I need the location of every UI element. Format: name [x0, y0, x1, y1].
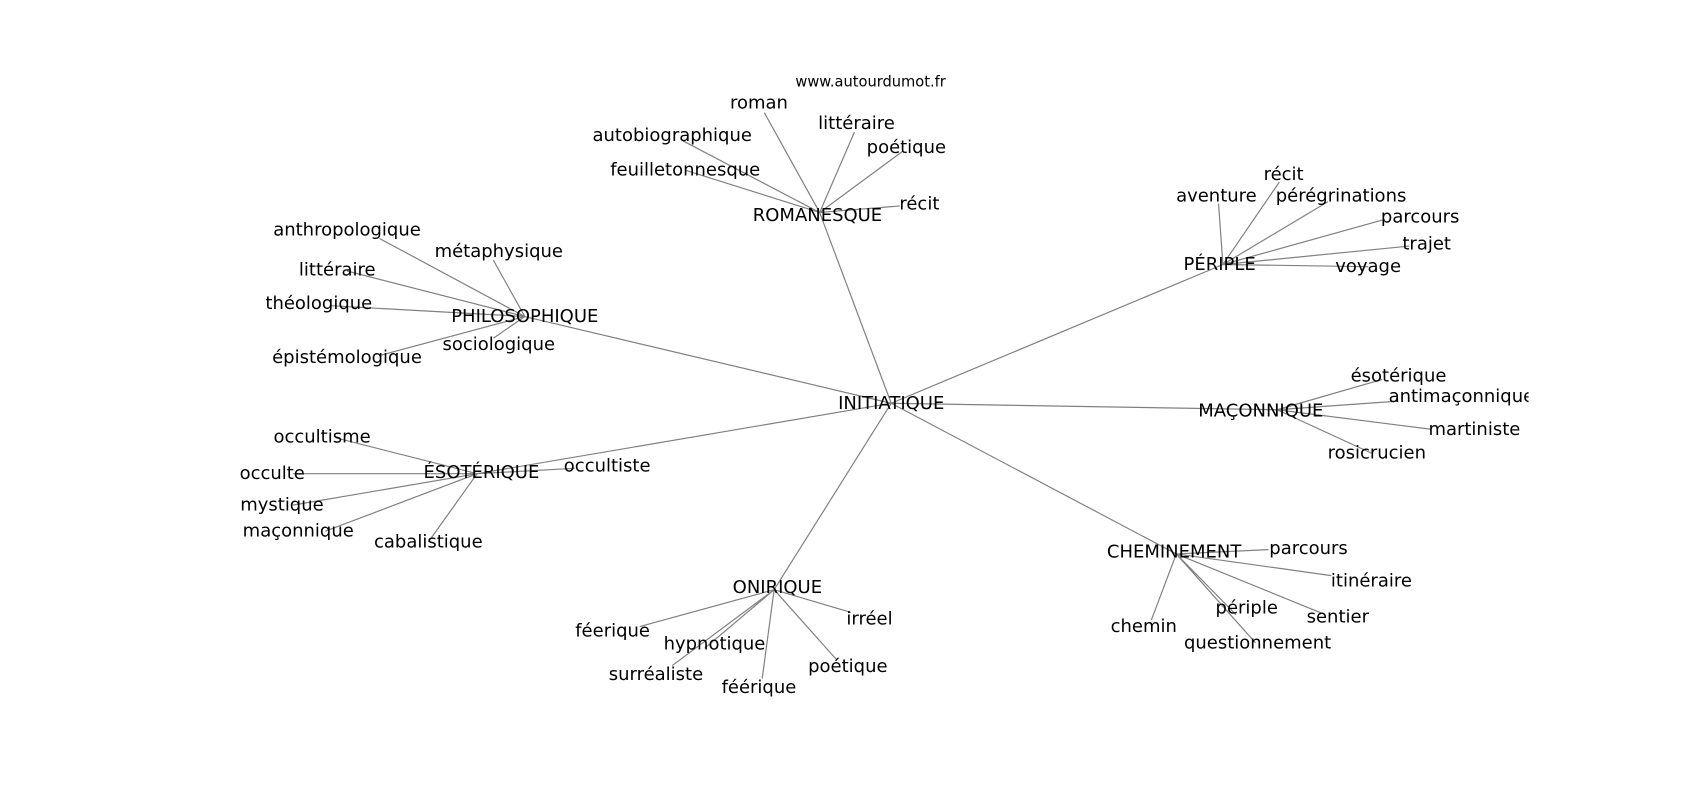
edge-center-hub — [890, 402, 1177, 555]
edge-hub-leaf — [704, 589, 775, 649]
leaf-node-label[interactable]: métaphysique — [435, 241, 563, 262]
hub-node-label[interactable]: PÉRIPLE — [1184, 253, 1256, 275]
edge-hub-leaf — [1176, 548, 1269, 555]
edge-hub-leaf — [330, 305, 525, 318]
leaf-node-label[interactable]: rosicrucien — [1328, 443, 1426, 464]
leaf-node-label[interactable]: récit — [899, 193, 939, 214]
edge-hub-leaf — [346, 270, 525, 318]
edge-hub-leaf — [639, 589, 775, 628]
leaf-node-label[interactable]: parcours — [1269, 538, 1348, 559]
edge-center-hub — [773, 402, 892, 591]
leaf-node-label[interactable]: feuilletonnesque — [610, 160, 760, 181]
leaf-node-label[interactable]: féérique — [722, 677, 797, 698]
edge-center-hub — [477, 402, 892, 475]
edge-hub-leaf — [379, 237, 526, 318]
edge-hub-leaf — [1277, 400, 1399, 411]
edge-hub-leaf — [1276, 409, 1372, 454]
site-title: www.autourdumot.fr — [795, 74, 946, 91]
edge-hub-leaf — [1222, 219, 1383, 266]
leaf-node-label[interactable]: pérégrinations — [1276, 186, 1407, 207]
leaf-node-label[interactable]: parcours — [1381, 206, 1460, 227]
edge-hub-leaf — [477, 467, 575, 475]
edge-hub-leaf — [671, 589, 775, 667]
edges — [292, 112, 1432, 679]
hub-node-label[interactable]: ROMANESQUE — [753, 205, 882, 226]
leaf-node-label[interactable]: autobiographique — [593, 125, 752, 146]
edge-hub-leaf — [773, 589, 852, 614]
edge-hub-leaf — [819, 205, 900, 214]
leaf-node-label[interactable]: questionnement — [1184, 632, 1331, 653]
leaf-node-label[interactable]: trajet — [1402, 233, 1451, 254]
leaf-node-label[interactable]: roman — [730, 92, 788, 113]
hub-node-label[interactable]: CHEMINEMENT — [1107, 541, 1242, 562]
edge-hub-leaf — [1175, 553, 1256, 644]
leaf-node-label[interactable]: surréaliste — [609, 664, 703, 685]
leaf-node-label[interactable]: antimaçonnique — [1389, 386, 1535, 407]
leaf-node-label[interactable]: récit — [1264, 164, 1304, 185]
leaf-node-label[interactable]: littéraire — [818, 113, 895, 134]
leaf-node-label[interactable]: occultiste — [564, 456, 651, 477]
edge-hub-leaf — [819, 151, 903, 213]
leaf-node-label[interactable]: itinéraire — [1331, 571, 1412, 592]
edge-hub-leaf — [1176, 553, 1332, 577]
leaf-node-label[interactable]: mystique — [240, 495, 323, 516]
edge-hub-leaf — [1222, 245, 1410, 266]
edge-hub-leaf — [1222, 263, 1369, 268]
edge-center-hub — [891, 402, 1278, 411]
edge-hub-leaf — [685, 169, 820, 214]
leaf-node-label[interactable]: maçonnique — [243, 521, 354, 542]
leaf-node-label[interactable]: féerique — [575, 620, 650, 641]
edge-hub-leaf — [819, 132, 855, 213]
leaf-node-label[interactable]: poétique — [808, 656, 887, 677]
leaf-node-label[interactable]: occultisme — [273, 426, 370, 447]
edge-hub-leaf — [1217, 203, 1224, 265]
edge-hub-leaf — [682, 140, 820, 213]
edge-hub-leaf — [379, 315, 525, 357]
edge-hub-leaf — [773, 589, 838, 661]
hub-node-label[interactable]: ÉSOTÉRIQUE — [424, 461, 540, 483]
leaf-node-label[interactable]: périple — [1216, 598, 1278, 619]
hub-node-label[interactable]: PHILOSOPHIQUE — [451, 306, 598, 327]
labels: INITIATIQUE ROMANESQUE autobiographique rom… — [240, 92, 1535, 698]
leaf-node-label[interactable]: irréel — [846, 608, 892, 629]
edge-hub-leaf — [292, 473, 478, 506]
leaf-node-label[interactable]: ésotérique — [1351, 366, 1447, 387]
edge-hub-leaf — [1150, 553, 1177, 621]
edge-hub-leaf — [1222, 201, 1329, 266]
leaf-node-label[interactable]: martiniste — [1428, 419, 1520, 440]
edge-hub-leaf — [427, 473, 478, 543]
edge-hub-leaf — [761, 589, 775, 679]
leaf-node-label[interactable]: cabalistique — [374, 532, 483, 553]
hub-node-label[interactable]: ONIRIQUE — [733, 577, 822, 598]
edge-hub-leaf — [336, 437, 478, 475]
hub-node-label[interactable]: MAÇONNIQUE — [1198, 400, 1323, 421]
leaf-node-label[interactable]: épistémologique — [272, 347, 422, 368]
edge-hub-leaf — [1175, 553, 1237, 616]
edge-center-hub — [890, 263, 1224, 404]
edge-center-hub — [524, 315, 892, 404]
edge-hub-leaf — [493, 316, 526, 339]
leaf-node-label[interactable]: hypnotique — [664, 633, 766, 654]
leaf-node-label[interactable]: poétique — [867, 137, 946, 158]
edge-hub-leaf — [1276, 378, 1383, 411]
edge-center-hub — [819, 212, 892, 404]
center-node-label[interactable]: INITIATIQUE — [838, 393, 944, 414]
leaf-node-label[interactable]: théologique — [265, 293, 372, 314]
leaf-node-label[interactable]: occulte — [240, 463, 305, 484]
edge-hub-leaf — [492, 259, 526, 317]
leaf-node-label[interactable]: aventure — [1176, 186, 1257, 207]
edge-hub-leaf — [763, 112, 821, 213]
edge-hub-leaf — [1222, 181, 1280, 265]
leaf-node-label[interactable]: chemin — [1111, 616, 1177, 637]
edge-hub-leaf — [1176, 553, 1323, 615]
leaf-node-label[interactable]: voyage — [1335, 256, 1401, 277]
leaf-node-label[interactable]: sentier — [1307, 606, 1370, 627]
edge-hub-leaf — [1277, 409, 1432, 430]
leaf-node-label[interactable]: sociologique — [442, 334, 555, 355]
edge-hub-leaf — [325, 473, 478, 532]
leaf-node-label[interactable]: anthropologique — [273, 219, 421, 240]
leaf-node-label[interactable]: littéraire — [299, 259, 376, 280]
